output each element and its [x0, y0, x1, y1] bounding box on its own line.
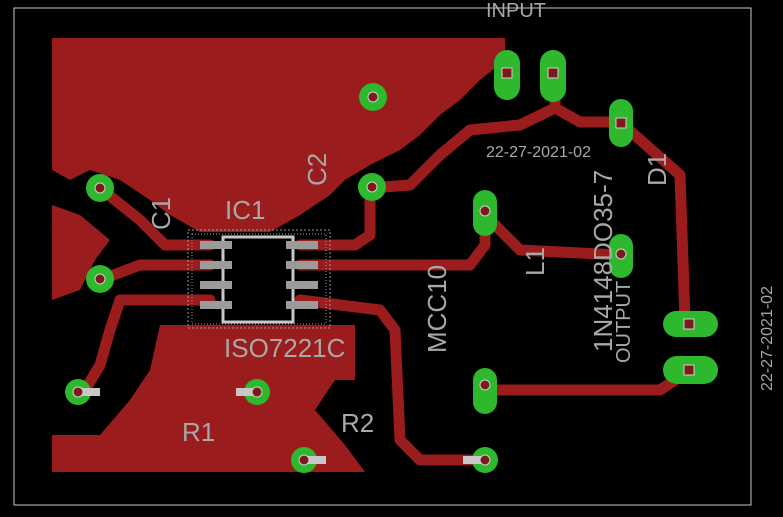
label-date-center: 22-27-2021-02: [486, 144, 591, 161]
c2-pad-bottom: [358, 173, 386, 201]
ic1-pin-5: [286, 301, 318, 309]
ic1-pin-3: [200, 281, 232, 289]
board-outline: [13, 7, 752, 506]
l1-pad-top: [473, 190, 497, 236]
trace-left-pin2: [94, 259, 216, 286]
c1-pad-bottom: [86, 265, 114, 293]
output-pad-2: [663, 356, 718, 384]
label-diode-part: 1N4148DO35-7: [588, 170, 618, 352]
label-iso7221c: ISO7221C: [224, 333, 345, 363]
ic1-pin-1: [200, 241, 232, 249]
input-pad-1: [494, 50, 520, 100]
ic1-courtyard-inner: [191, 233, 327, 325]
trace-output: [479, 364, 696, 396]
label-input: INPUT: [486, 0, 546, 22]
l1-output-pad: [473, 368, 497, 414]
r1-pad-right: [236, 379, 270, 405]
trace-r2: [294, 294, 491, 466]
label-d1: D1: [642, 153, 672, 186]
ic1-pin-7: [286, 261, 318, 269]
label-mcc10: MCC10: [422, 265, 452, 353]
ground-pour-bottom: [52, 325, 365, 472]
label-c1: C1: [146, 197, 176, 230]
d1-pad-top: [609, 99, 633, 147]
label-r2: R2: [341, 408, 374, 438]
ic1-pin-4: [200, 301, 232, 309]
label-c2: C2: [302, 153, 332, 186]
output-pad-1: [663, 311, 718, 337]
l1-pad-bottom: [609, 234, 633, 278]
trace-input: [294, 69, 561, 251]
silkscreen-labels: INPUT 22-27-2021-02 IC1 ISO7221C R1 R2 C…: [146, 0, 776, 447]
r1-pad-left: [65, 379, 100, 405]
c1-pad-top: [86, 174, 114, 202]
label-ic1: IC1: [225, 195, 265, 225]
label-output: OUTPUT: [613, 281, 635, 363]
ic1-pin-6: [286, 281, 318, 289]
ic1-pin-2: [200, 261, 232, 269]
ic1-footprint: [187, 229, 331, 329]
ground-pour-top: [52, 38, 505, 232]
label-r1: R1: [182, 417, 215, 447]
c2-pad-top: [359, 83, 387, 111]
label-l1: L1: [520, 247, 550, 276]
input-pad-2: [540, 50, 566, 102]
pads: [65, 50, 718, 473]
r2-pad-left: [291, 447, 326, 473]
ground-pour-left: [52, 205, 110, 300]
label-date-right: 22-27-2021-02: [759, 286, 776, 391]
ic1-pin-8: [286, 241, 318, 249]
r2-pad-right: [463, 447, 498, 473]
ic1-body-outline: [221, 235, 295, 324]
trace-r1-a: [79, 294, 126, 396]
